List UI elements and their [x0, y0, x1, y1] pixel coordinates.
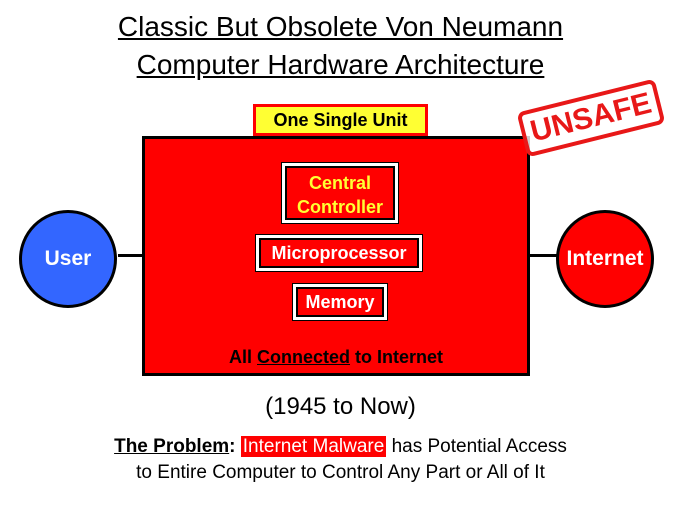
problem-line-2: to Entire Computer to Control Any Part o… [136, 462, 545, 483]
connected-prefix: All [228, 347, 257, 367]
problem-line-1-rest: has Potential Access [386, 436, 567, 457]
central-controller-line-2: Controller [296, 197, 383, 217]
years-caption: (1945 to Now) [265, 393, 416, 420]
connected-caption: All Connected to Internet [145, 347, 527, 368]
internet-node: Internet [556, 210, 654, 308]
memory-box: Memory [293, 284, 387, 320]
internet-connector-line [528, 254, 558, 257]
title-line-1: Classic But Obsolete Von Neumann [117, 11, 564, 42]
single-unit-box: Central Controller Microprocessor Memory… [142, 136, 530, 376]
problem-line-1: The Problem: Internet Malware has Potent… [0, 434, 681, 460]
one-single-unit-label: One Single Unit [253, 104, 428, 136]
title-line-2: Computer Hardware Architecture [136, 49, 545, 80]
problem-label: The Problem [114, 436, 230, 457]
central-controller-line-1: Central [308, 173, 371, 193]
central-controller-box: Central Controller [282, 163, 398, 223]
problem-colon: : [229, 436, 236, 457]
user-node: User [19, 210, 117, 308]
microprocessor-box: Microprocessor [256, 235, 422, 271]
malware-highlight: Internet Malware [240, 436, 387, 457]
connected-suffix: to Internet [350, 347, 444, 367]
connected-emphasis: Connected [257, 347, 351, 367]
user-connector-line [118, 254, 144, 257]
unsafe-stamp: UNSAFE [516, 78, 666, 158]
